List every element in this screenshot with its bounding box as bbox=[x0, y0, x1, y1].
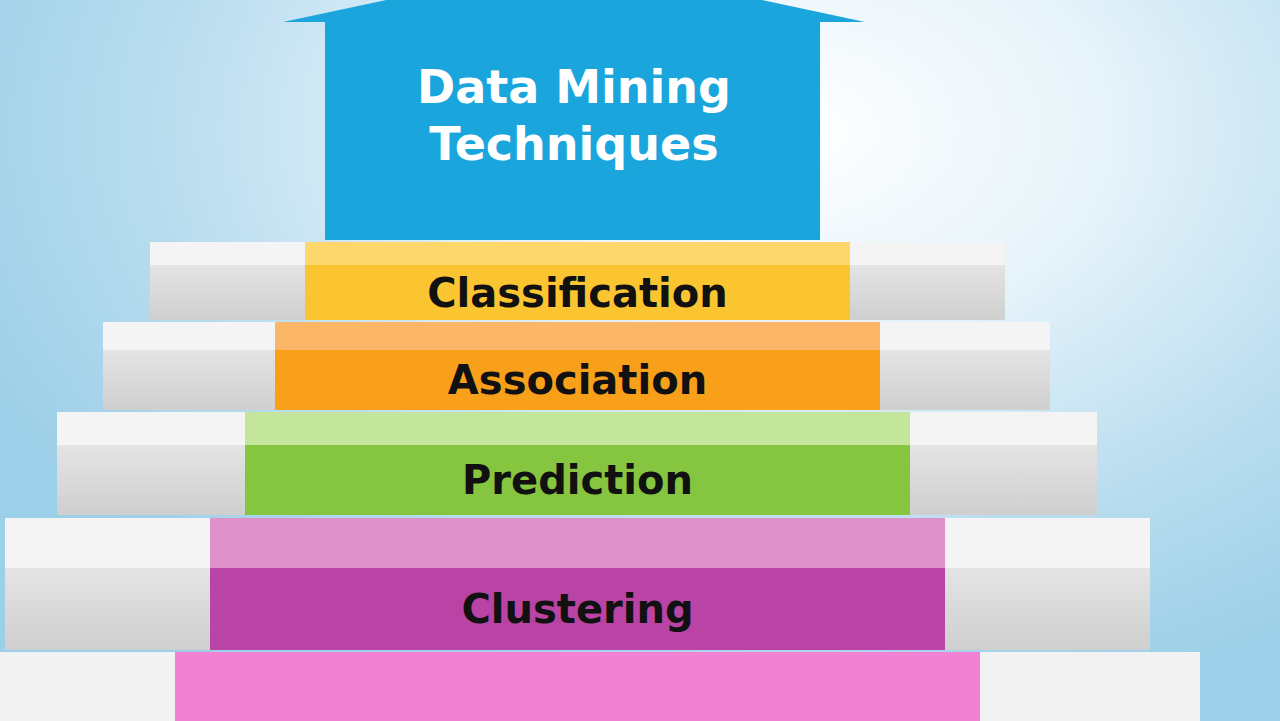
arrow-outline bbox=[283, 0, 865, 240]
step-box: Prediction bbox=[245, 445, 910, 515]
step-label: Classification bbox=[427, 268, 728, 318]
heading-text: Data Mining Techniques bbox=[353, 59, 795, 174]
step-top-colour bbox=[245, 412, 910, 445]
step-front bbox=[103, 350, 1050, 410]
step-label: Prediction bbox=[462, 455, 693, 505]
step-box: Association bbox=[275, 350, 880, 410]
step-bottom-colour bbox=[175, 652, 980, 721]
arrow-heading: Data Mining Techniques bbox=[283, 0, 865, 240]
step-front bbox=[5, 568, 1150, 650]
step-front bbox=[57, 445, 1097, 515]
step-front bbox=[150, 265, 1005, 320]
step-top bbox=[150, 242, 1005, 265]
step-label: Clustering bbox=[461, 584, 693, 634]
step-label: Association bbox=[448, 355, 707, 405]
step-top bbox=[103, 322, 1050, 350]
step-top-colour bbox=[275, 322, 880, 350]
step-box: Classification bbox=[305, 265, 850, 320]
step-top-colour bbox=[305, 242, 850, 265]
step-top bbox=[0, 652, 1200, 721]
step-top bbox=[5, 518, 1150, 568]
step-box: Clustering bbox=[210, 568, 945, 650]
step-top bbox=[57, 412, 1097, 445]
step-top-colour bbox=[210, 518, 945, 568]
